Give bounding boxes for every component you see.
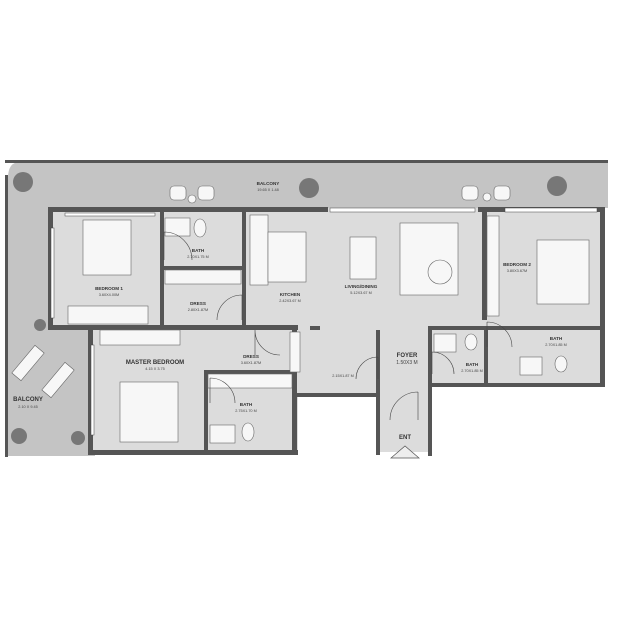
room-name: BATH (192, 248, 205, 253)
room-name: LIVING/DINING (345, 284, 378, 289)
room-size: 2.10 X 9.45 (18, 405, 37, 409)
room-size: 2.42X3.67 M (279, 299, 301, 303)
room-size: 2.75X1.70 M (235, 409, 257, 413)
room-name: MASTER BEDROOM (126, 360, 184, 366)
room-size: 4.15 X 3.75 (145, 367, 164, 371)
plant-icon (13, 172, 33, 192)
plant-icon (547, 176, 567, 196)
room-name: BATH (466, 362, 479, 367)
plant-icon (11, 428, 27, 444)
windows (50, 207, 598, 436)
room-size: 2.70X1.75 M (187, 255, 209, 259)
room-size: 2.70X1.85 M (461, 369, 483, 373)
balcony-chairs (169, 185, 511, 204)
room-name: KITCHEN (280, 292, 301, 297)
plant-icon (71, 431, 85, 445)
room-size: 3.60X4.00M (99, 293, 119, 297)
room-size: 2.70X1.85 M (545, 343, 567, 347)
walls (48, 207, 605, 456)
outer-slab-edge (5, 160, 608, 163)
room-name: BEDROOM 2 (503, 262, 531, 267)
room-size: 1.50X3 M (396, 360, 417, 366)
balcony-top-area (8, 162, 608, 456)
plant-icon (34, 319, 46, 331)
door-swings (163, 231, 513, 421)
room-size: 5.12X3.67 M (350, 291, 372, 295)
sun-loungers (11, 344, 75, 399)
plant-icon (299, 178, 319, 198)
room-size: 19.65 X 1.48 (257, 188, 279, 192)
room-size: 3.60X1.87M (241, 361, 261, 365)
room-name: DRESS (243, 354, 259, 359)
room-size: 2.15X1.87 M (332, 374, 354, 378)
left-slab-edge (5, 175, 8, 457)
room-name: DRESS (190, 301, 206, 306)
entrance-arrow-icon (390, 445, 420, 459)
room-name: FOYER (397, 353, 418, 359)
furniture (67, 214, 590, 444)
room-name: BEDROOM 1 (95, 286, 123, 291)
room-size: 3.80X3.67M (507, 269, 527, 273)
room-name: BALCONY (13, 397, 43, 403)
entrance-label: ENT (399, 435, 411, 441)
room-name: BATH (550, 336, 563, 341)
room-size: 2.80X1.87M (188, 308, 208, 312)
room-name: BATH (240, 402, 253, 407)
room-name: BALCONY (257, 181, 280, 186)
